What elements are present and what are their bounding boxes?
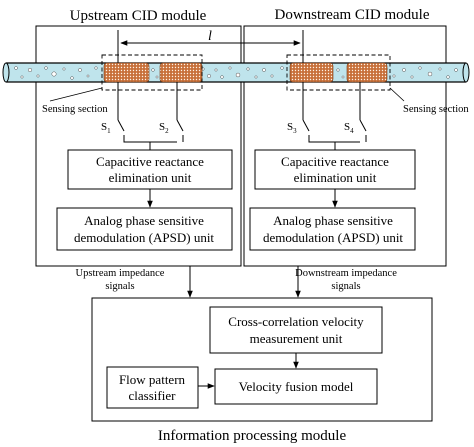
cross-correlation-unit (209, 306, 383, 354)
sensing-leader-right (389, 87, 405, 102)
sensing-section-label-left: Sensing section (42, 104, 108, 115)
cap-reactance-unit-left (67, 149, 233, 190)
downstream-module-box (243, 25, 447, 267)
xcorr-line1: Cross-correlation velocity (228, 314, 364, 329)
distance-label: l (208, 29, 212, 44)
upstream-module-title: Upstream CID module (70, 8, 207, 24)
switch-wiring-right (302, 82, 367, 150)
velocity-fusion-model (214, 368, 378, 405)
sensing-section-right (286, 54, 391, 91)
apsd-unit-right (249, 207, 416, 251)
xcorr-line2: measurement unit (250, 331, 343, 346)
electrodes (103, 62, 388, 83)
info-processing-module-box (91, 297, 433, 422)
electrode-3 (289, 62, 334, 83)
cap-right-line2: elimination unit (294, 170, 377, 185)
upstream-signal-line2: signals (105, 281, 134, 292)
upstream-module-box (35, 25, 242, 267)
cap-left-line2: elimination unit (109, 170, 192, 185)
info-module-title: Information processing module (158, 428, 347, 444)
apsd-left-line1: Analog phase sensitive (84, 213, 204, 228)
downstream-signal-line1: Downstream impedance (295, 268, 397, 279)
switch-wiring-left (117, 82, 184, 150)
fpc-line2: classifier (129, 388, 177, 403)
switch-s4-label: S4 (344, 121, 354, 135)
vfm-line1: Velocity fusion model (239, 379, 354, 394)
upstream-signal-line1: Upstream impedance (76, 268, 165, 279)
electrode-2 (159, 62, 203, 83)
cap-reactance-unit-right (254, 149, 416, 190)
sensing-section-label-right: Sensing section (403, 104, 469, 115)
switch-s2-label: S2 (159, 121, 169, 135)
switch-s1-label: S1 (101, 121, 111, 135)
electrode-4 (346, 62, 388, 83)
sensing-section-left (101, 54, 203, 91)
sensing-leader-left (49, 87, 103, 102)
switch-s3-label: S3 (287, 121, 297, 135)
downstream-module-title: Downstream CID module (275, 7, 430, 23)
fpc-line1: Flow pattern (119, 372, 186, 387)
apsd-right-line1: Analog phase sensitive (273, 213, 393, 228)
downstream-signal-line2: signals (331, 281, 360, 292)
electrode-1 (103, 62, 150, 83)
apsd-left-line2: demodulation (APSD) unit (74, 230, 214, 245)
cap-right-line1: Capacitive reactance (281, 154, 389, 169)
apsd-unit-left (56, 207, 233, 251)
cap-left-line1: Capacitive reactance (96, 154, 204, 169)
flow-pattern-classifier (106, 366, 199, 409)
apsd-right-line2: demodulation (APSD) unit (263, 230, 403, 245)
